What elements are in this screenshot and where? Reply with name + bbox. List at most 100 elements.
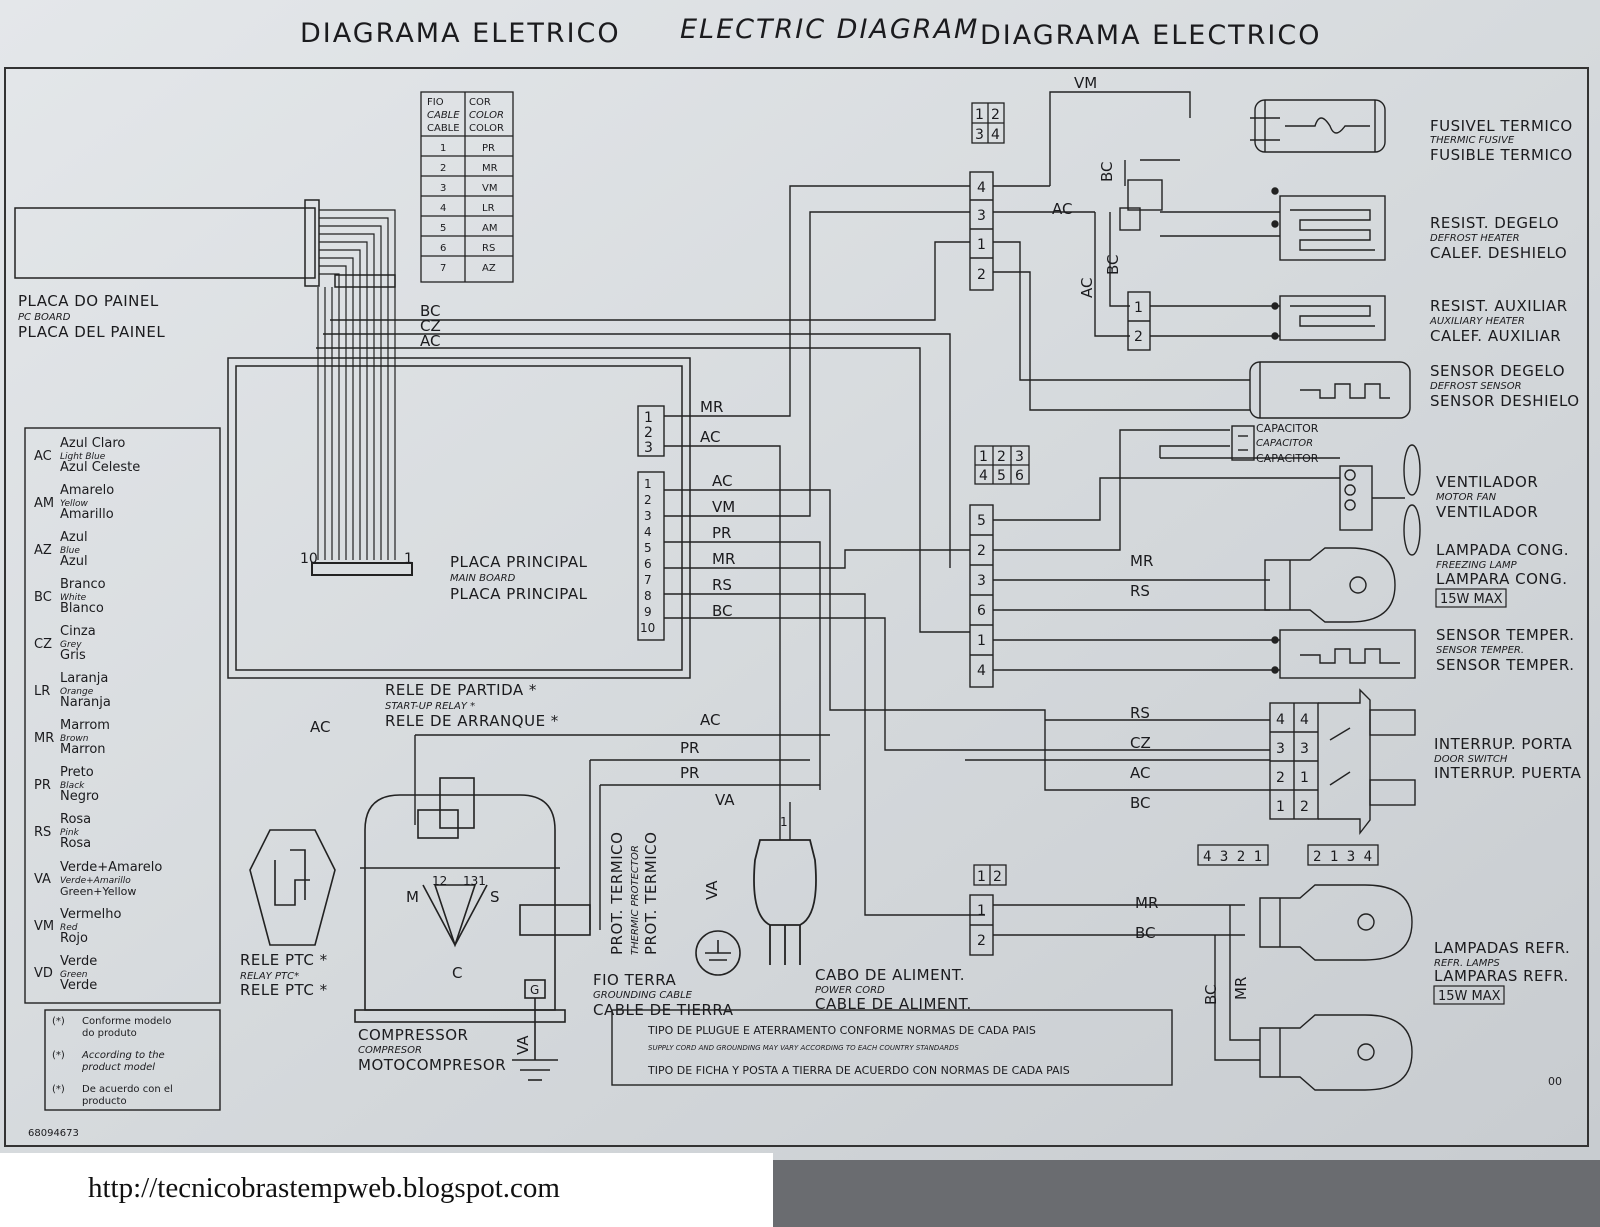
wire-label-bc: BC xyxy=(1135,924,1156,942)
legend-name: Vermelho xyxy=(60,907,122,922)
legend-es: Amarillo xyxy=(60,507,114,522)
door-switch xyxy=(1269,688,1416,836)
color-legend: AC Azul Claro Light Blue Azul Celeste AM… xyxy=(34,436,162,993)
title-en: ELECTRIC DIAGRAM xyxy=(680,14,979,45)
power-cord-label-en: POWER CORD xyxy=(815,985,885,996)
legend-code: VA xyxy=(34,872,51,887)
legend-en: Yellow xyxy=(60,499,89,509)
fridge-lamps-label-en: REFR. LAMPS xyxy=(1434,958,1500,969)
wire-label-va: VA xyxy=(514,1035,532,1055)
legend-name: Verde xyxy=(60,954,97,969)
conn-b-pin: 1 xyxy=(644,477,652,491)
freezer-lamp xyxy=(1264,547,1396,623)
protector-label-en: THERMIC PROTECTOR xyxy=(630,845,641,955)
compressor-mark-t2: 131 xyxy=(463,874,486,888)
title-pt: DIAGRAMA ELETRICO xyxy=(300,18,621,49)
footnote-l2: producto xyxy=(82,1096,127,1107)
wire-label-bc: BC xyxy=(712,602,733,620)
fridge-lamp-2 xyxy=(1259,1014,1413,1091)
conn-b-pin: 4 xyxy=(644,525,652,539)
plug-note-es: TIPO DE FICHA Y POSTA A TIERRA DE ACUERD… xyxy=(647,1064,1070,1077)
footnote-l2: product model xyxy=(81,1062,155,1073)
fan-label-pt: VENTILADOR xyxy=(1436,473,1538,491)
pc-board-label-pt: PLACA DO PAINEL xyxy=(18,292,159,310)
defrost-heater-label-es: CALEF. DESHIELO xyxy=(1430,244,1567,262)
wire-label-mr: MR xyxy=(712,550,735,568)
main-board xyxy=(227,357,691,679)
aux-pin: 2 xyxy=(1134,329,1143,345)
cable-table-text: FIO CABLE CABLE COR COLOR COLOR 1 PR 2 M… xyxy=(427,97,504,274)
wire-label-bc: BC xyxy=(1098,161,1116,182)
cable-row-c: PR xyxy=(482,143,495,154)
legend-en: Green xyxy=(60,970,88,980)
start-relay-label-es: RELE DE ARRANQUE * xyxy=(385,712,559,730)
conn-b-pin: 8 xyxy=(644,589,652,603)
legend-en: Verde+Amarillo xyxy=(60,876,131,886)
legend-name: Verde+Amarelo xyxy=(60,860,162,875)
wire-label-pr: PR xyxy=(680,739,699,757)
wire-label-rs: RS xyxy=(1130,582,1150,600)
legend-es: Negro xyxy=(60,789,99,804)
wire-label-mr: MR xyxy=(700,398,723,416)
pc-board-label-es: PLACA DEL PAINEL xyxy=(18,323,165,341)
legend-es: Azul Celeste xyxy=(60,460,140,475)
protector-label-pt: PROT. TERMICO xyxy=(608,832,626,955)
wire-label-rs: RS xyxy=(1130,704,1150,722)
cable-row-c: LR xyxy=(482,203,495,214)
footnotes: (*) Conforme modelo do produto (*) Accor… xyxy=(52,1016,173,1107)
footnote-mark: (*) xyxy=(52,1050,65,1061)
conn-b-pin: 10 xyxy=(640,621,655,635)
wire-label-cz: CZ xyxy=(420,317,441,335)
temp-sensor-label-es: SENSOR TEMPER. xyxy=(1436,656,1575,674)
footnote-l1: De acuerdo con el xyxy=(82,1084,173,1095)
defrost-sensor xyxy=(1249,361,1411,419)
capacitor xyxy=(1231,425,1255,461)
fridge-lamps-rating-box xyxy=(1433,985,1505,1005)
fuse-label-en: THERMIC FUSIVE xyxy=(1430,135,1515,146)
cable-head-l2: CABLE xyxy=(427,110,460,121)
conn-c-pin: 1 xyxy=(977,903,986,919)
main-board-label-es: PLACA PRINCIPAL xyxy=(450,585,588,603)
title-es: DIAGRAMA ELECTRICO xyxy=(980,20,1322,51)
wire-label-cz: CZ xyxy=(1130,734,1151,752)
footnote-l2: do produto xyxy=(82,1028,137,1039)
start-relay-label-pt: RELE DE PARTIDA * xyxy=(385,681,537,699)
legend-code: VM xyxy=(34,919,54,934)
temperature-sensor xyxy=(1271,629,1416,679)
legend-name: Amarelo xyxy=(60,483,114,498)
key-mid-4: 4 xyxy=(979,468,988,484)
compressor-mark-t1: 12 xyxy=(432,874,447,888)
legend-name: Marrom xyxy=(60,718,110,733)
door-left-pin: 2 xyxy=(1276,770,1285,786)
legend-es: Rosa xyxy=(60,836,91,851)
cable-row-n: 7 xyxy=(440,263,446,274)
legend-en: Brown xyxy=(60,734,89,744)
key-top-1: 1 xyxy=(975,107,984,123)
conn-b-pin: 2 xyxy=(977,543,986,559)
legend-code: RS xyxy=(34,825,51,840)
conn-b-pin: 5 xyxy=(977,513,986,529)
cable-head-r1: COR xyxy=(469,97,491,108)
fuse-label-es: FUSIBLE TERMICO xyxy=(1430,146,1573,164)
legend-en: White xyxy=(60,593,87,603)
power-cord-label-pt: CABO DE ALIMENT. xyxy=(815,966,965,984)
compressor-mark-c: C xyxy=(452,964,463,982)
key-low-2: 2 xyxy=(993,869,1002,885)
compressor-mark-s: S xyxy=(490,888,500,906)
wire-label-vm: VM xyxy=(712,498,735,516)
legend-code: AM xyxy=(34,496,54,511)
legend-code: LR xyxy=(34,684,50,699)
cable-head-r2: COLOR xyxy=(469,110,504,121)
cable-row-c: RS xyxy=(482,243,495,254)
cable-head-l3: CABLE xyxy=(427,123,460,134)
freezer-lamp-rating-box xyxy=(1435,588,1507,608)
conn-b-pin: 7 xyxy=(644,573,652,587)
door-left-pin: 4 xyxy=(1276,712,1285,728)
defrost-sensor-label-en: DEFROST SENSOR xyxy=(1430,381,1522,392)
connector-b xyxy=(969,504,994,688)
legend-es: Marron xyxy=(60,742,106,757)
door-key-boxes xyxy=(1197,844,1379,866)
legend-name: Preto xyxy=(60,765,94,780)
wire-labels: BC CZ AC MR AC AC VM PR MR RS BC VM AC M… xyxy=(310,74,1250,1055)
